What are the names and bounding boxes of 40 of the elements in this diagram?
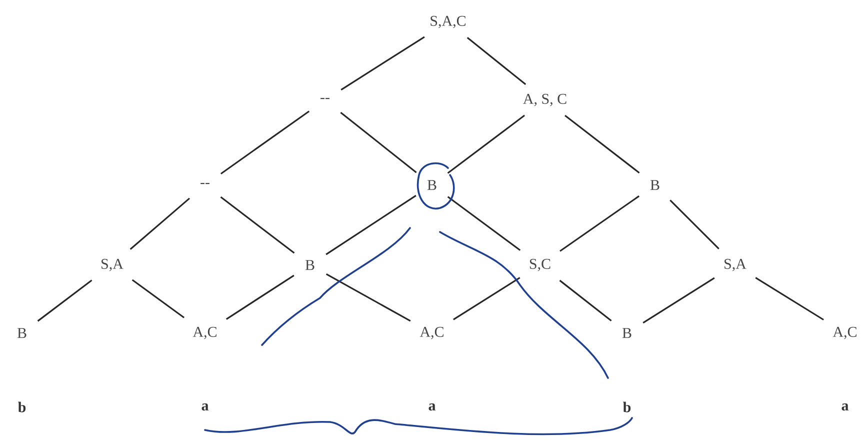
cell-entry: -- <box>320 98 330 100</box>
tree-line <box>130 198 190 250</box>
cell-entry: B <box>650 180 660 190</box>
tree-line <box>447 196 521 251</box>
input-symbol: a <box>842 403 849 411</box>
cell-entry: B <box>17 328 26 338</box>
cell-entry: -- <box>200 182 210 184</box>
input-symbol: b <box>18 402 26 412</box>
input-symbol: a <box>202 403 209 411</box>
tree-line <box>564 114 640 174</box>
cell-entry: S,A,C <box>430 16 466 28</box>
tree-line <box>559 280 612 322</box>
input-symbol: a <box>428 403 436 411</box>
tree-line <box>340 36 425 90</box>
tree-line <box>220 196 295 254</box>
input-symbol: b <box>623 402 631 412</box>
cell-entry: B <box>427 180 436 190</box>
tree-line <box>642 277 715 324</box>
tree-line <box>37 280 92 322</box>
cell-entry: S,C <box>530 258 550 272</box>
cell-entry: S,A <box>724 258 746 272</box>
cell-entry: S,A <box>102 258 124 272</box>
tree-line <box>670 200 720 250</box>
tree-line <box>326 273 411 322</box>
tree-line <box>755 277 824 320</box>
cell-entry: A,C <box>832 326 856 340</box>
tree-line <box>326 194 416 256</box>
tree-line <box>340 112 417 174</box>
tree-line <box>453 277 520 320</box>
cell-entry: B <box>622 328 632 338</box>
cell-entry: B <box>305 260 314 270</box>
cell-entry: A,C <box>192 326 216 340</box>
tree-line <box>220 110 310 174</box>
tree-line <box>447 114 526 174</box>
cell-entry: A,C <box>420 326 444 340</box>
tree-line <box>132 279 185 318</box>
cell-entry: A, S, C <box>523 94 566 106</box>
tree-line <box>226 274 294 320</box>
tree-line <box>560 195 640 252</box>
tree-line <box>466 36 526 86</box>
